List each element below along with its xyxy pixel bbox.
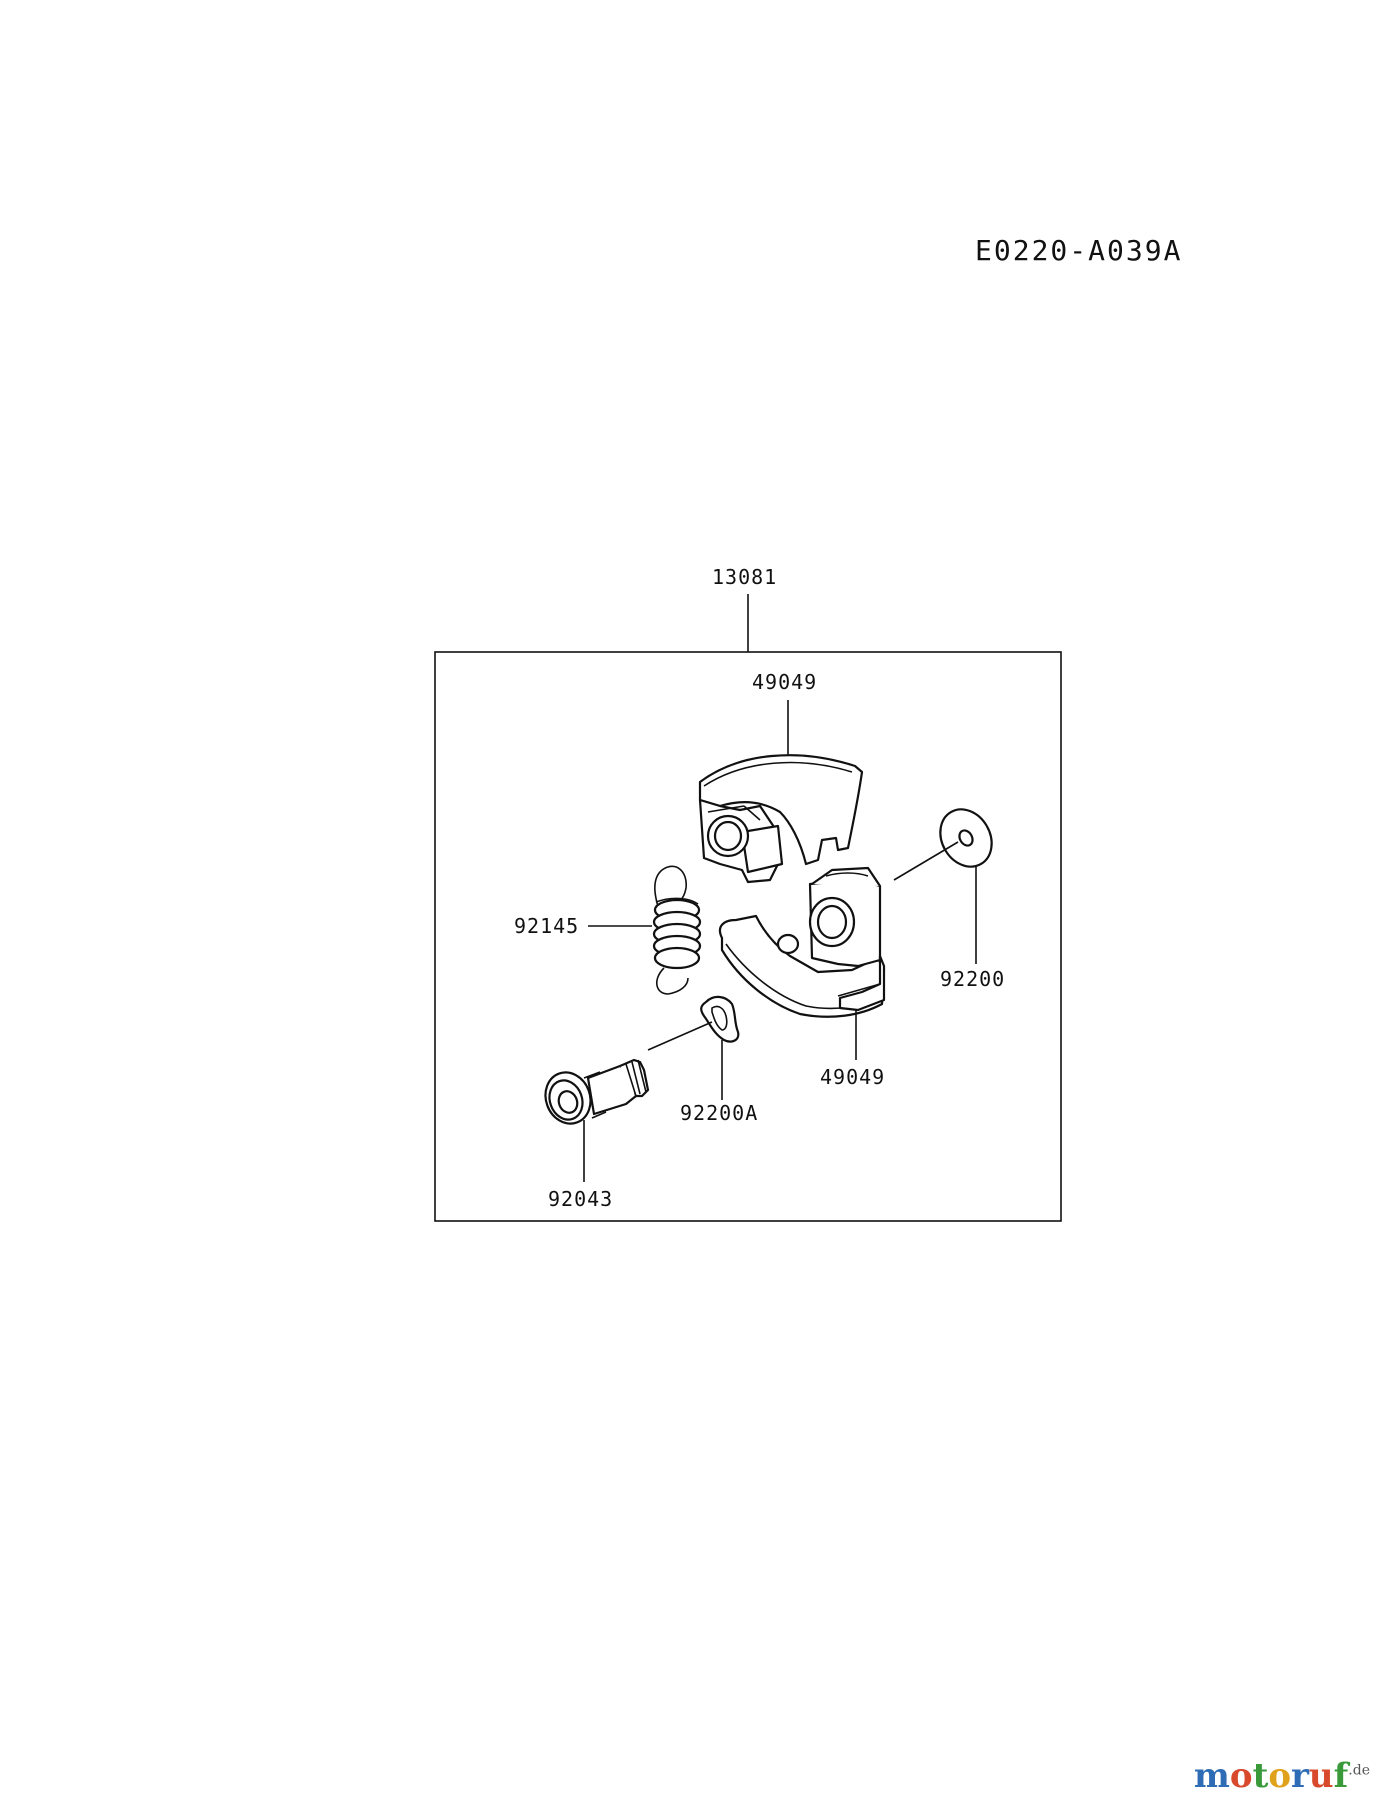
- watermark-logo: motoruf.de: [1193, 1756, 1370, 1796]
- spring-part: [652, 865, 702, 995]
- assembly-frame: [434, 651, 1062, 1222]
- clutch-shoe-lower: [718, 866, 886, 1018]
- label-bolt: 92043: [548, 1187, 613, 1211]
- plate-part: [700, 995, 740, 1043]
- bolt-part: [544, 1058, 650, 1125]
- diagram-code: E0220-A039A: [975, 234, 1182, 267]
- axis-line-plate: [647, 1021, 713, 1051]
- label-washer: 92200: [940, 967, 1005, 991]
- label-spring: 92145: [514, 914, 579, 938]
- clutch-shoe-upper: [698, 754, 864, 884]
- axis-line-washer: [893, 841, 959, 881]
- label-plate: 92200A: [680, 1101, 758, 1125]
- label-shoe-upper: 49049: [752, 670, 817, 694]
- label-assembly: 13081: [712, 565, 777, 589]
- washer-part: [939, 808, 993, 868]
- label-shoe-lower: 49049: [820, 1065, 885, 1089]
